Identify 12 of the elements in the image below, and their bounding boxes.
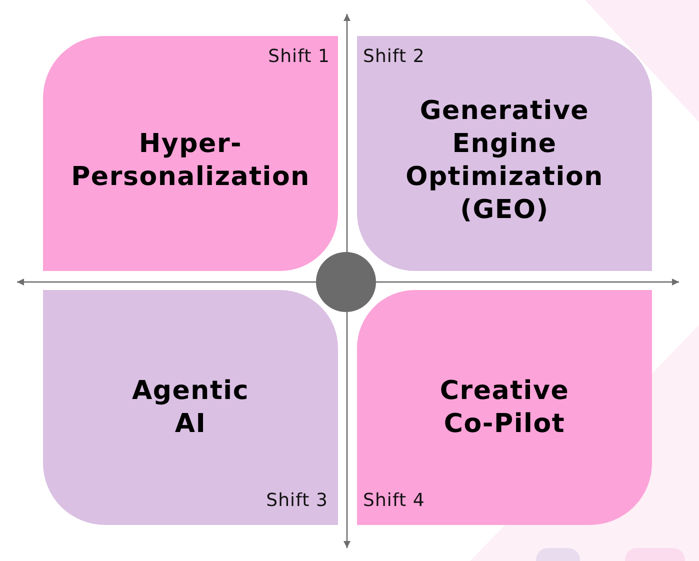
quadrant-title: Hyper- Personalization [71, 128, 310, 194]
quadrant-card [357, 290, 652, 525]
shift-label: Shift 3 [266, 490, 328, 512]
shift-label: Shift 2 [363, 46, 425, 68]
quadrant-card [43, 36, 338, 271]
quadrant-title: Generative Engine Optimization (GEO) [406, 94, 604, 226]
shift-label: Shift 4 [363, 490, 425, 512]
quadrant-title: Creative Co-Pilot [440, 374, 570, 440]
quadrant-card [43, 290, 338, 525]
quadrant-card [357, 36, 652, 271]
quadrant-title: Agentic AI [132, 374, 250, 440]
shift-label: Shift 1 [268, 46, 330, 68]
